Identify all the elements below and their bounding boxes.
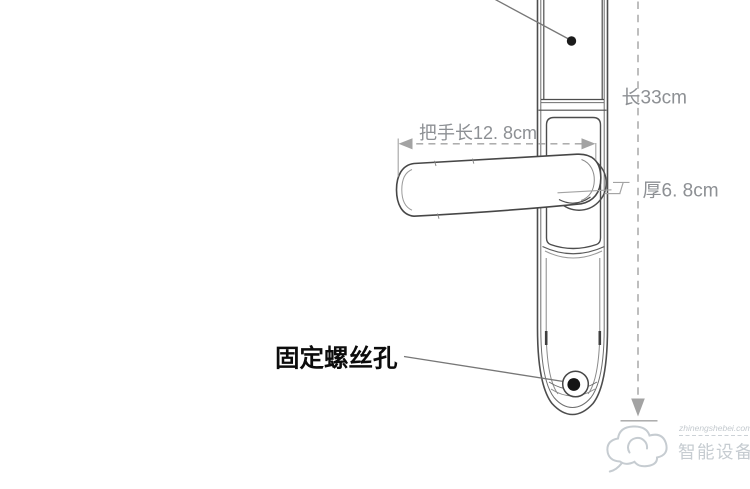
handle-seam-tick [472,158,475,164]
arrow-left-icon [398,138,413,150]
top-panel [538,0,607,111]
handle-seam-tick [434,160,437,167]
arrow-right-icon [581,138,596,150]
watermark-brand-en: zhinengshebei.com [678,423,750,433]
top-feature-callout [494,0,577,46]
screw-hole-callout: 固定螺丝孔 [275,344,590,398]
screw-hole-dot [567,378,581,391]
lock-body-inner-wall [540,0,605,409]
dimension-thickness: 厚6. 8cm [557,181,719,202]
watermark-brand-cn: 智能设备 [678,442,750,462]
screw-callout-line [403,355,564,383]
handle-length-label: 把手长12. 8cm [419,123,537,143]
top-callout-line [494,0,570,41]
leader-line [557,189,612,194]
dimension-handle-length: 把手长12. 8cm [397,123,597,177]
handle-panel-outline [545,116,602,250]
watermark: zhinengshebei.com 智能设备 [606,423,750,473]
handle-lever [395,153,602,218]
cloud-logo-icon [606,425,668,473]
lock-body-outer-outline [536,0,609,416]
hub-undercap-arc [558,196,591,204]
handle-left-cap-detail [401,169,413,211]
leader-jog [619,182,624,194]
handle-right-cap-detail [580,159,595,201]
handle-seam-tick [437,213,440,219]
dimension-overall-length: 长33cm [620,1,687,422]
screw-hole-label: 固定螺丝孔 [275,344,398,373]
top-feature-dot [566,36,577,46]
handle-assembly [395,153,607,219]
thickness-label: 厚6. 8cm [643,181,719,202]
overall-length-label: 长33cm [622,87,687,109]
arrow-down-icon [631,398,645,417]
handle-panel [542,116,605,259]
